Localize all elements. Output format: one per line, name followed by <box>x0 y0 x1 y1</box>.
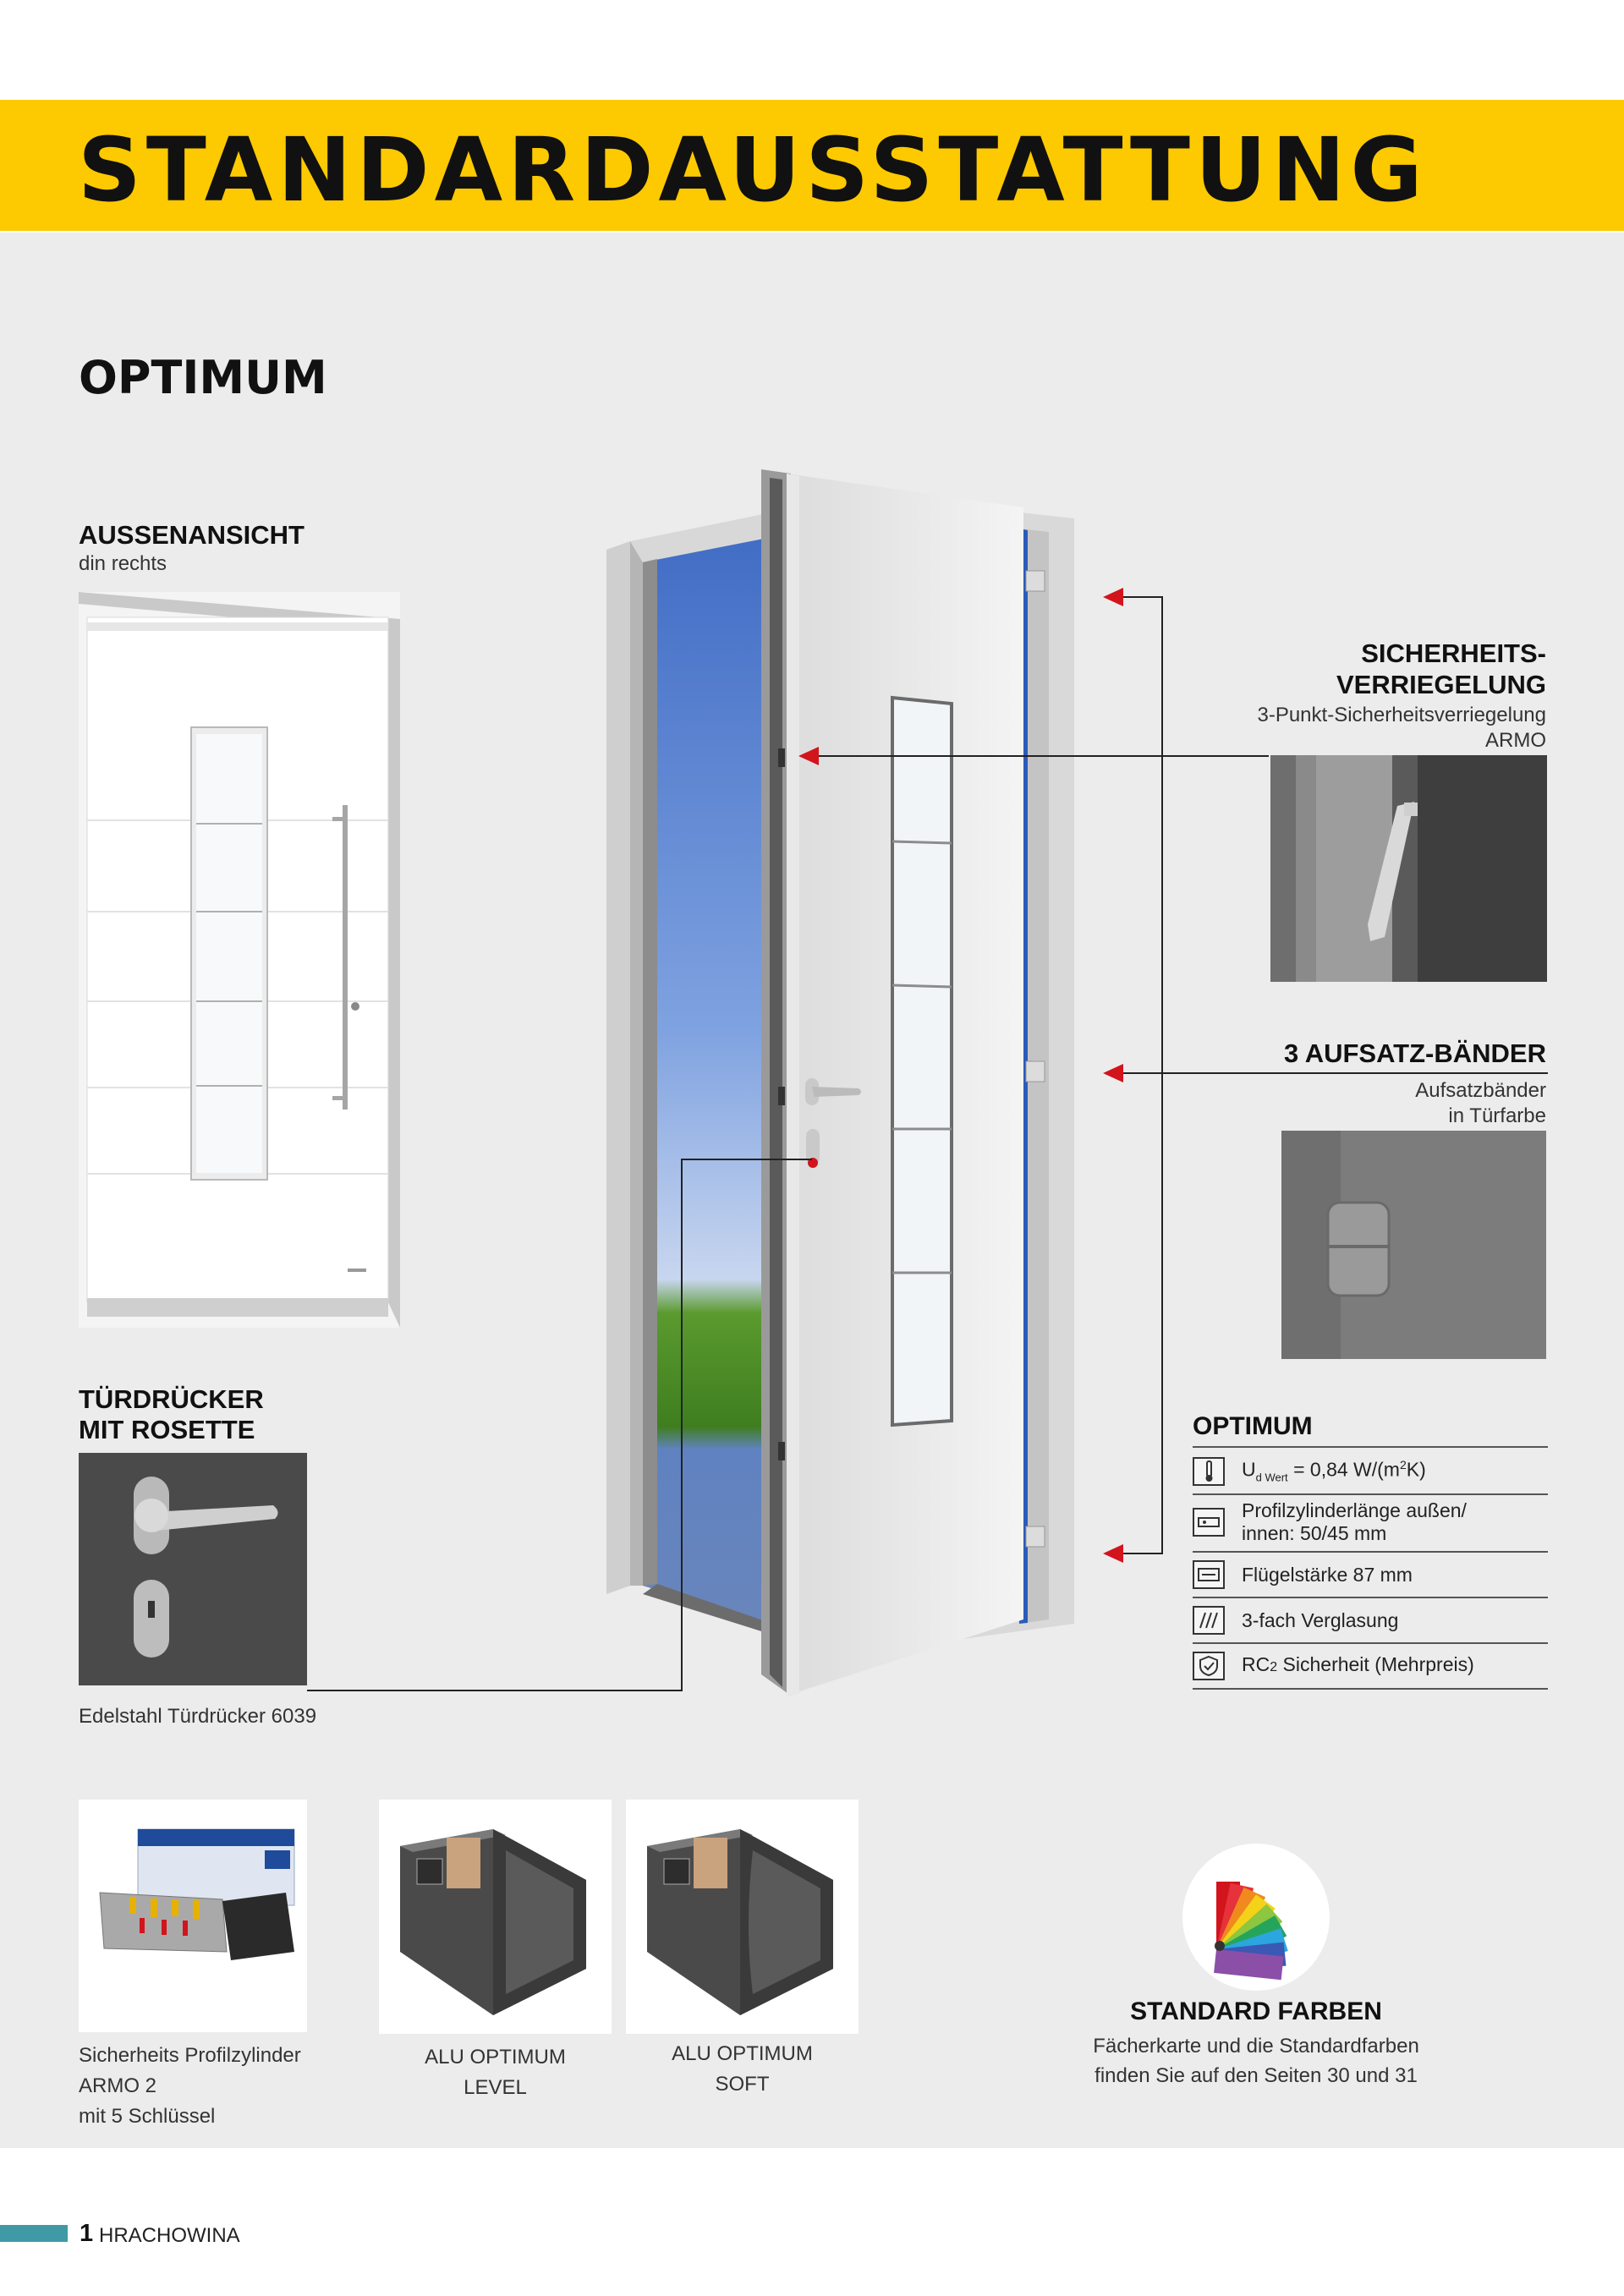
cylinder-image <box>79 1800 307 2032</box>
soft-caption-line1: ALU OPTIMUM <box>672 2042 813 2065</box>
thermometer-icon <box>1193 1457 1225 1486</box>
colors-text-line2: finden Sie auf den Seiten 30 und 31 <box>1095 2064 1418 2087</box>
security-title-line2: VERRIEGELUNG <box>1336 670 1546 699</box>
cylinder-caption-line3: mit 5 Schlüssel <box>79 2105 216 2128</box>
colors-text-line1: Fächerkarte und die Standardfarben <box>1093 2035 1419 2058</box>
feature-security-text: RC2 Sicherheit (Mehrpreis) <box>1242 1653 1474 1675</box>
callout-bracket-top <box>1116 596 1163 598</box>
feature-row-cylinder: Profilzylinderlänge außen/innen: 50/45 m… <box>1193 1493 1548 1553</box>
arrow-lock <box>798 747 819 765</box>
cylinder-icon <box>1193 1508 1225 1537</box>
arrow-top-hinge <box>1103 588 1123 606</box>
handle-title-line2: MIT ROSETTE <box>79 1415 255 1444</box>
handle-title-line1: TÜRDRÜCKER <box>79 1384 264 1414</box>
title-banner <box>0 100 1624 231</box>
colors-title: STANDARD FARBEN <box>1130 1997 1382 2025</box>
security-lock-image <box>1270 755 1547 982</box>
callout-bracket-bottom <box>1116 1553 1163 1554</box>
handle-caption: Edelstahl Türdrücker 6039 <box>79 1705 317 1728</box>
feature-row-security: RC2 Sicherheit (Mehrpreis) <box>1193 1644 1548 1690</box>
profile-soft-image <box>626 1800 859 2034</box>
level-caption-line2: LEVEL <box>464 2076 527 2099</box>
cylinder-caption-line2: ARMO 2 <box>79 2074 157 2097</box>
security-text-line1: 3-Punkt-Sicherheitsverriegelung <box>1257 704 1546 726</box>
feature-row-thickness: Flügelstärke 87 mm <box>1193 1553 1548 1598</box>
arrow-middle-hinge <box>1103 1064 1123 1082</box>
feature-uvalue-text: Ud Wert = 0,84 W/(m2K) <box>1242 1458 1426 1484</box>
level-caption-line1: ALU OPTIMUM <box>425 2046 566 2069</box>
footer-accent-bar <box>0 2225 68 2242</box>
callout-handle-vertical <box>681 1159 683 1691</box>
security-text-line2: ARMO <box>1485 729 1546 752</box>
door-thickness-icon <box>1193 1560 1225 1589</box>
footer-page-number: 1 <box>80 2220 94 2247</box>
hinges-text-line1: Aufsatzbänder <box>1415 1079 1546 1102</box>
page-title: STANDARDAUSSTATTUNG <box>78 118 1428 222</box>
features-title: OPTIMUM <box>1193 1412 1313 1440</box>
callout-handle-bottom <box>307 1690 683 1691</box>
outside-door-image <box>79 592 400 1328</box>
glazing-icon <box>1193 1606 1225 1635</box>
callout-bracket-mid <box>1116 1072 1163 1074</box>
callout-bracket-vertical <box>1161 596 1163 1554</box>
security-title-line1: SICHERHEITS- <box>1361 638 1546 668</box>
main-door-illustration <box>605 469 1078 1700</box>
feature-cylinder-line1: Profilzylinderlänge außen/ <box>1242 1499 1467 1521</box>
feature-glazing-text: 3-fach Verglasung <box>1242 1608 1399 1631</box>
feature-cylinder-text: Profilzylinderlänge außen/innen: 50/45 m… <box>1242 1499 1467 1545</box>
feature-thickness-text: Flügelstärke 87 mm <box>1242 1563 1413 1586</box>
outside-view-subtitle: din rechts <box>79 552 167 575</box>
feature-row-glazing: 3-fach Verglasung <box>1193 1598 1548 1644</box>
soft-caption-line2: SOFT <box>715 2073 770 2096</box>
model-title: OPTIMUM <box>79 351 327 404</box>
hinges-text-line2: in Türfarbe <box>1448 1104 1546 1127</box>
callout-lock-line <box>818 755 1269 757</box>
arrow-bottom-hinge <box>1103 1544 1123 1563</box>
hinge-image <box>1281 1131 1546 1359</box>
feature-cylinder-line2: innen: 50/45 mm <box>1242 1522 1387 1544</box>
hinges-title: 3 AUFSATZ-BÄNDER <box>1284 1038 1546 1068</box>
outside-view-title: AUSSENANSICHT <box>79 520 304 550</box>
profile-level-image <box>379 1800 612 2034</box>
feature-row-uvalue: Ud Wert = 0,84 W/(m2K) <box>1193 1449 1548 1495</box>
cylinder-caption-line1: Sicherheits Profilzylinder <box>79 2044 301 2067</box>
features-title-rule <box>1193 1446 1548 1448</box>
handle-image <box>79 1453 307 1685</box>
security-shield-icon <box>1193 1652 1225 1680</box>
footer-brand: HRACHOWINA <box>99 2224 240 2247</box>
callout-handle-top <box>681 1159 812 1160</box>
color-fan-image <box>1182 1844 1330 1992</box>
callout-hinges-line <box>1163 1072 1548 1074</box>
